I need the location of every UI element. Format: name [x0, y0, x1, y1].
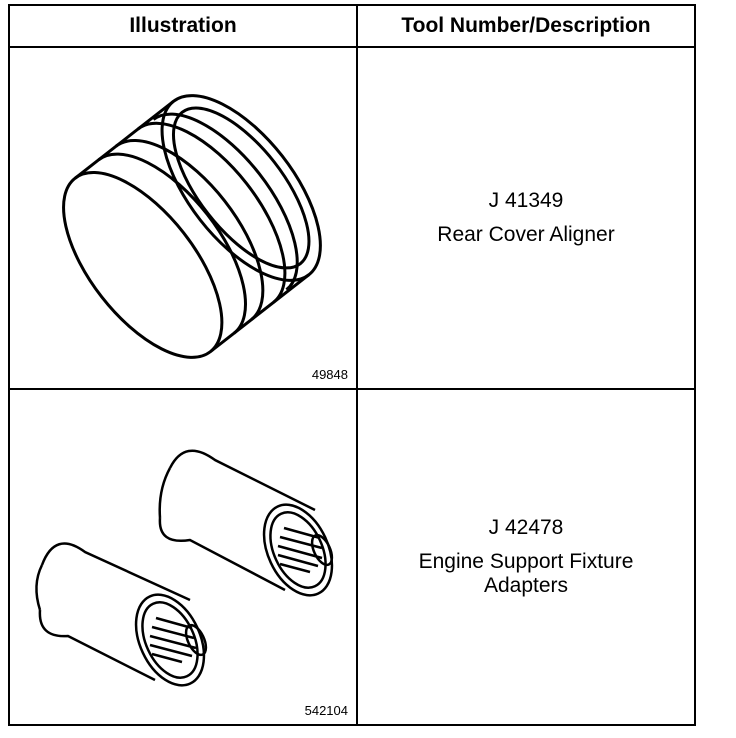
column-divider: [356, 6, 358, 724]
header-illustration: Illustration: [129, 14, 237, 37]
rear-cover-aligner-ring-icon: [62, 94, 322, 359]
header-divider: [10, 46, 694, 48]
tool-description-line: Rear Cover Aligner: [437, 223, 615, 246]
figure-number: 49848: [311, 367, 348, 382]
row-2-illustration: 542104: [10, 390, 356, 724]
tool-table: Illustration Tool Number/Description 498…: [8, 4, 696, 726]
tool-description-line: Engine Support Fixture: [418, 550, 634, 573]
row-2-description: J 42478 Engine Support Fixture Adapters: [358, 390, 694, 724]
threaded-adapter-pair-icon: [35, 449, 334, 687]
tool-number: J 41349: [488, 189, 564, 212]
header-tool-description: Tool Number/Description: [401, 14, 651, 37]
row-1-description: J 41349 Rear Cover Aligner: [358, 48, 694, 388]
row-1-illustration: 49848: [10, 48, 356, 388]
tool-number: J 42478: [488, 516, 564, 539]
row-divider: [10, 388, 694, 390]
tool-description-line: Adapters: [483, 574, 569, 597]
figure-number: 542104: [304, 703, 348, 718]
